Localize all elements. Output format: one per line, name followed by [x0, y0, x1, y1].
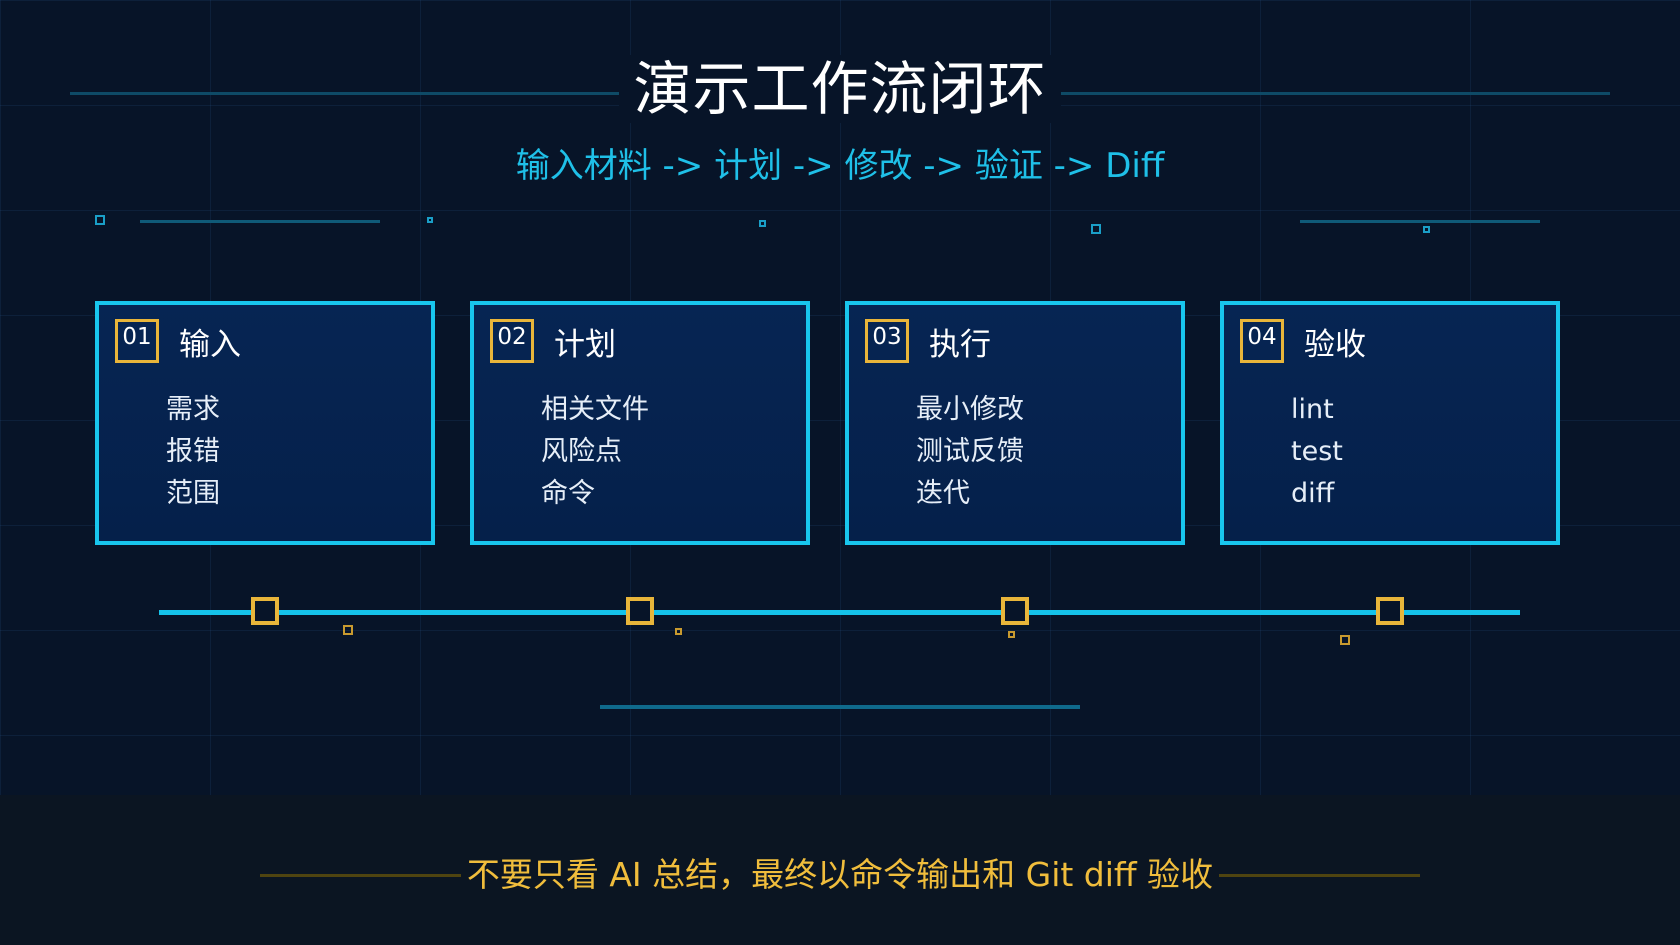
step-card-03: 03 执行 最小修改 测试反馈 迭代	[845, 301, 1185, 545]
deco-square	[1008, 631, 1015, 638]
timeline-node-02	[626, 597, 654, 625]
step-item: 命令	[541, 478, 595, 509]
step-item: 需求	[166, 394, 220, 425]
step-item: 报错	[166, 436, 220, 467]
page-title: 演示工作流闭环	[0, 42, 1680, 126]
page-title-text: 演示工作流闭环	[619, 55, 1061, 123]
deco-line-right	[1300, 220, 1540, 223]
deco-square	[759, 220, 766, 227]
timeline-node-01	[251, 597, 279, 625]
step-item: test	[1291, 436, 1343, 467]
step-number-badge: 04	[1240, 319, 1284, 363]
footer-note: 不要只看 AI 总结，最终以命令输出和 Git diff 验收	[0, 848, 1680, 896]
deco-square	[343, 625, 353, 635]
step-item-list: lint test diff	[1291, 389, 1343, 515]
deco-square	[1423, 226, 1430, 233]
timeline-node-04	[1376, 597, 1404, 625]
step-item: 测试反馈	[916, 436, 1024, 467]
step-item: 风险点	[541, 436, 622, 467]
page-subtitle: 输入材料 -> 计划 -> 修改 -> 验证 -> Diff	[515, 146, 1165, 186]
timeline-line	[159, 610, 1520, 615]
deco-line-left	[140, 220, 380, 223]
deco-line-bottom	[600, 705, 1080, 709]
step-item-list: 相关文件 风险点 命令	[541, 389, 649, 515]
step-card-04: 04 验收 lint test diff	[1220, 301, 1560, 545]
step-title: 输入	[179, 327, 241, 363]
step-title: 计划	[554, 327, 616, 363]
step-item-list: 需求 报错 范围	[166, 389, 220, 515]
timeline-node-03	[1001, 597, 1029, 625]
step-card-02: 02 计划 相关文件 风险点 命令	[470, 301, 810, 545]
step-title: 执行	[929, 327, 991, 363]
deco-square	[427, 217, 433, 223]
step-number-badge: 02	[490, 319, 534, 363]
step-item-list: 最小修改 测试反馈 迭代	[916, 389, 1024, 515]
deco-square	[95, 215, 105, 225]
step-card-01: 01 输入 需求 报错 范围	[95, 301, 435, 545]
step-title: 验收	[1304, 327, 1366, 363]
step-number-badge: 01	[115, 319, 159, 363]
footer-note-text: 不要只看 AI 总结，最终以命令输出和 Git diff 验收	[460, 855, 1220, 894]
deco-square	[675, 628, 682, 635]
step-item: 相关文件	[541, 394, 649, 425]
deco-square	[1340, 635, 1350, 645]
step-item: diff	[1291, 478, 1335, 509]
step-item: 迭代	[916, 478, 970, 509]
deco-square	[1091, 224, 1101, 234]
step-number-badge: 03	[865, 319, 909, 363]
step-item: 范围	[166, 478, 220, 509]
step-item: 最小修改	[916, 394, 1024, 425]
step-item: lint	[1291, 394, 1334, 425]
